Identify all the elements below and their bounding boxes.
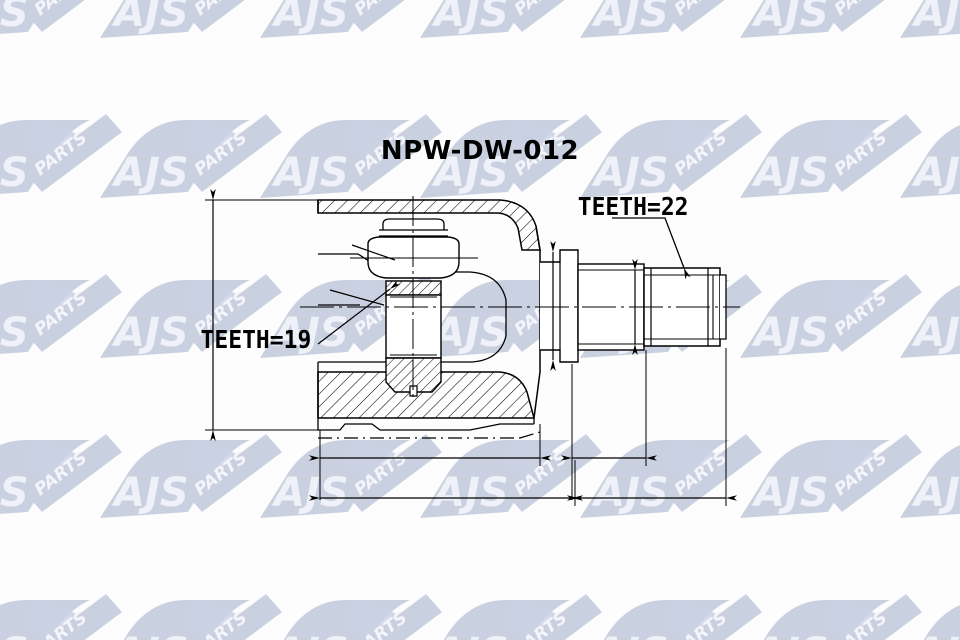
label-teeth-22: TEETH=22 [578,192,689,221]
label-teeth-19: TEETH=19 [201,325,312,354]
leader-teeth-22 [612,217,691,280]
joint-housing [317,199,541,431]
roller-element [350,218,478,279]
shaft-flange [540,249,579,363]
